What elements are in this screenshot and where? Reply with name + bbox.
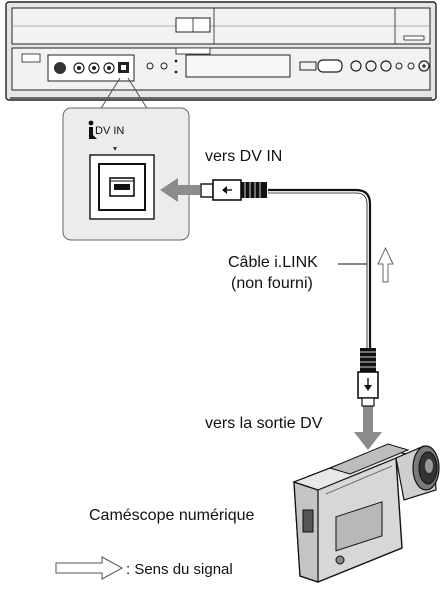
cable-plug-bottom: [357, 348, 379, 407]
signal-arrow-from-camcorder: [354, 404, 382, 450]
to-dv-out-label: vers la sortie DV: [205, 415, 323, 432]
ilink-dot-icon: [88, 120, 97, 139]
dv-in-port-label: DV IN: [95, 125, 125, 137]
dv-in-callout: [62, 77, 190, 241]
hollow-arrow-icon: [377, 246, 394, 283]
cable-note-label: (non fourni): [231, 275, 313, 292]
cable-plug-top: [200, 179, 267, 201]
cable-name-label: Câble i.LINK: [228, 254, 318, 271]
to-dv-in-label: vers DV IN: [205, 148, 283, 165]
legend-hollow-arrow-icon: [55, 556, 124, 580]
legend-label: : Sens du signal: [126, 561, 233, 578]
digital-camcorder: [292, 443, 440, 583]
camcorder-label: Caméscope numérique: [89, 507, 255, 524]
signal-arrow-to-recorder: [160, 178, 200, 202]
dvd-recorder: [5, 1, 437, 101]
ilink-cable: [200, 179, 379, 407]
dv-port-socket-icon: [109, 177, 135, 197]
